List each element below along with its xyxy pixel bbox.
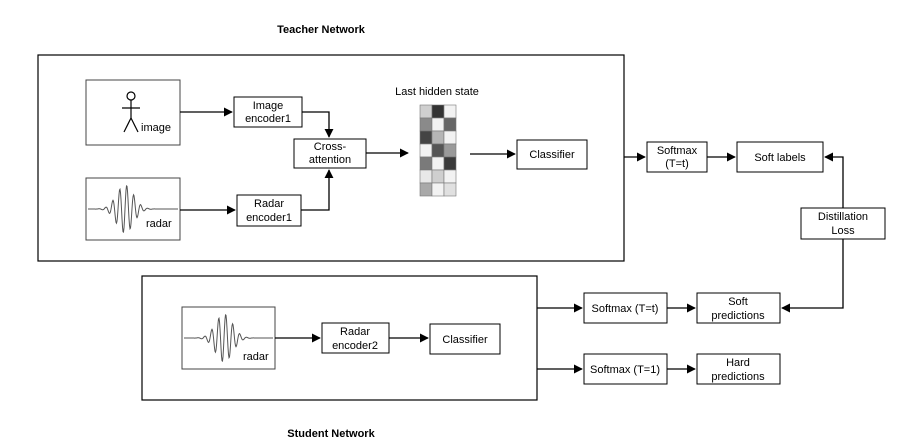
teacher-softmax-box (646, 141, 708, 173)
hidden-state-cell (431, 169, 445, 184)
cross-attention-box (293, 138, 367, 169)
student-network-title: Student Network (287, 428, 375, 440)
radar-encoder1-line1: Radar (254, 198, 284, 210)
image-input-frame (85, 79, 181, 146)
radar-label-student: radar (243, 351, 269, 363)
last-hidden-state-label: Last hidden state (395, 86, 479, 98)
distillation-loss-line2: Loss (831, 225, 855, 237)
hard-predictions-line2: predictions (711, 371, 765, 383)
teacher-softmax-line1: Softmax (657, 145, 698, 157)
hidden-state-cell (431, 156, 445, 171)
distillation-loss-box (800, 207, 886, 240)
arrow-distillation-to-soft-labels (824, 152, 844, 208)
distillation-loss-line1: Distillation (818, 211, 868, 223)
hidden-state-cell (419, 156, 433, 171)
soft-predictions-box (696, 292, 781, 324)
hidden-state-cell (443, 156, 457, 171)
hard-predictions-box (696, 353, 781, 385)
hard-predictions-line1: Hard (726, 357, 750, 369)
radar-encoder2-line2: encoder2 (332, 340, 378, 352)
student-softmax-1-label: Softmax (T=1) (590, 364, 660, 376)
teacher-classifier-box (516, 139, 588, 170)
hidden-state-cell (431, 117, 445, 132)
student-classifier-box (429, 323, 501, 355)
radar-encoder1-box (236, 194, 302, 227)
hidden-state-cell (443, 182, 457, 197)
hidden-state-cell (431, 130, 445, 145)
teacher-classifier-label: Classifier (529, 149, 575, 161)
radar-waveform-icon (88, 184, 178, 234)
hidden-state-cell (443, 104, 457, 119)
teacher-softmax-line2: (T=t) (665, 158, 689, 170)
radar-encoder2-line1: Radar (340, 326, 370, 338)
soft-predictions-line1: Soft (728, 296, 748, 308)
student-softmax-1-box (583, 353, 668, 385)
hidden-state-grid (419, 104, 457, 197)
hidden-state-cell (443, 143, 457, 158)
hidden-state-cell (443, 130, 457, 145)
radar-waveform-icon (184, 313, 273, 363)
image-label: image (141, 122, 171, 134)
hidden-state-cell (443, 169, 457, 184)
cross-attention-line2: attention (309, 154, 351, 166)
hidden-state-cell (431, 143, 445, 158)
radar-label-teacher: radar (146, 218, 172, 230)
hidden-state-cell (419, 117, 433, 132)
student-softmax-t-label: Softmax (T=t) (592, 303, 659, 315)
image-encoder1-line1: Image (253, 100, 284, 112)
student-network-frame (141, 275, 538, 401)
student-classifier-label: Classifier (442, 334, 488, 346)
hidden-state-cell (419, 104, 433, 119)
radar-encoder1-line2: encoder1 (246, 212, 292, 224)
stick-figure-icon (122, 91, 140, 133)
hidden-state-cell (419, 130, 433, 145)
soft-predictions-line2: predictions (711, 310, 765, 322)
hidden-state-cell (419, 182, 433, 197)
arrow-radar-encoder-to-cross-attention (301, 169, 334, 211)
hidden-state-cell (431, 182, 445, 197)
arrow-distillation-to-soft-predictions (781, 239, 844, 313)
image-encoder1-line2: encoder1 (245, 113, 291, 125)
hidden-state-cell (443, 117, 457, 132)
cross-attention-line1: Cross- (314, 141, 347, 153)
soft-labels-box (736, 141, 824, 173)
connector-arrows (180, 107, 844, 374)
image-encoder1-box (233, 96, 303, 128)
student-softmax-t-box (583, 292, 668, 324)
teacher-network-title: Teacher Network (277, 24, 366, 36)
teacher-network-frame (37, 54, 625, 262)
arrow-image-encoder-to-cross-attention (302, 111, 334, 138)
hidden-state-cell (419, 143, 433, 158)
hidden-state-cell (419, 169, 433, 184)
hidden-state-cell (431, 104, 445, 119)
radar-encoder2-box (321, 322, 390, 354)
soft-labels-label: Soft labels (754, 152, 806, 164)
